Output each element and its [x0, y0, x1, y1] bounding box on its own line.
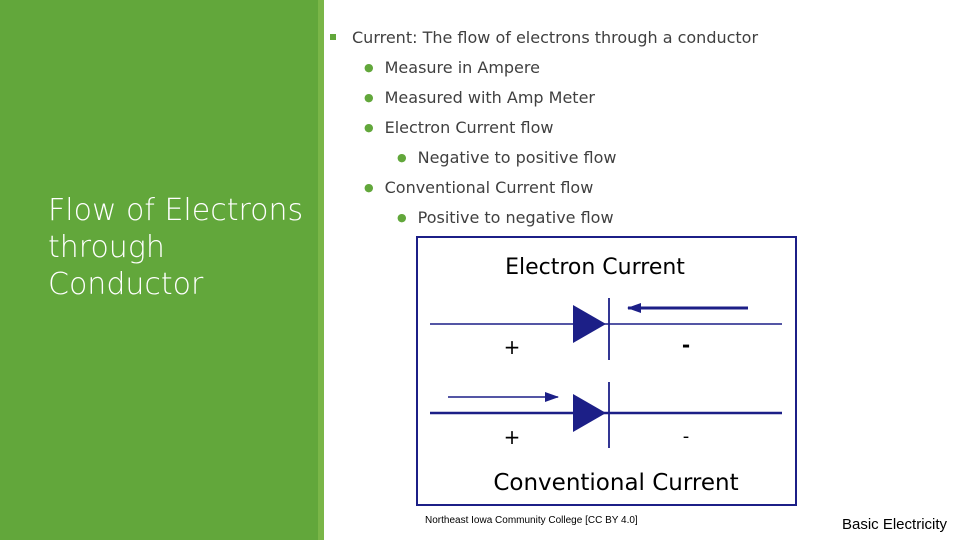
dot-bullet-icon: ● [397, 151, 407, 164]
bullet-text: Negative to positive flow [417, 148, 617, 167]
bullet-item: Current: The flow of electrons through a… [330, 25, 758, 51]
current-flow-svg: Electron Current + - + - Conventional Cu… [430, 255, 782, 496]
top-diode-icon [573, 305, 606, 343]
top-minus-sign: - [682, 333, 690, 357]
bullet-text: Electron Current flow [384, 118, 554, 137]
bullet-item: ● Conventional Current flow [364, 175, 593, 201]
square-bullet-icon [330, 34, 336, 40]
conventional-current-label: Conventional Current [493, 470, 738, 496]
dot-bullet-icon: ● [364, 61, 374, 74]
bullet-text: Measured with Amp Meter [384, 88, 595, 107]
dot-bullet-icon: ● [364, 121, 374, 134]
bullet-text: Measure in Ampere [384, 58, 540, 77]
dot-bullet-icon: ● [364, 91, 374, 104]
bullet-item: ● Positive to negative flow [397, 205, 614, 231]
electron-current-label: Electron Current [505, 255, 685, 280]
title-sidebar [0, 0, 318, 540]
dot-bullet-icon: ● [397, 211, 407, 224]
bullet-text: Positive to negative flow [417, 208, 614, 227]
current-flow-diagram: Electron Current + - + - Conventional Cu… [416, 236, 797, 506]
bullet-text: Conventional Current flow [384, 178, 594, 197]
footer-label: Basic Electricity [842, 516, 948, 533]
bullet-text: Current: The flow of electrons through a… [352, 28, 759, 47]
image-credit: Northeast Iowa Community College [CC BY … [425, 515, 638, 526]
bullet-item: ● Measure in Ampere [364, 55, 540, 81]
slide-title: Flow of Electrons through Conductor [48, 193, 304, 302]
bottom-plus-sign: + [504, 425, 521, 449]
sidebar-edge [318, 0, 324, 540]
bottom-minus-sign: - [683, 426, 690, 447]
bullet-item: ● Electron Current flow [364, 115, 553, 141]
dot-bullet-icon: ● [364, 181, 374, 194]
bottom-diode-icon [573, 394, 606, 432]
bullet-item: ● Measured with Amp Meter [364, 85, 595, 111]
bullet-item: ● Negative to positive flow [397, 145, 616, 171]
top-plus-sign: + [504, 335, 521, 359]
